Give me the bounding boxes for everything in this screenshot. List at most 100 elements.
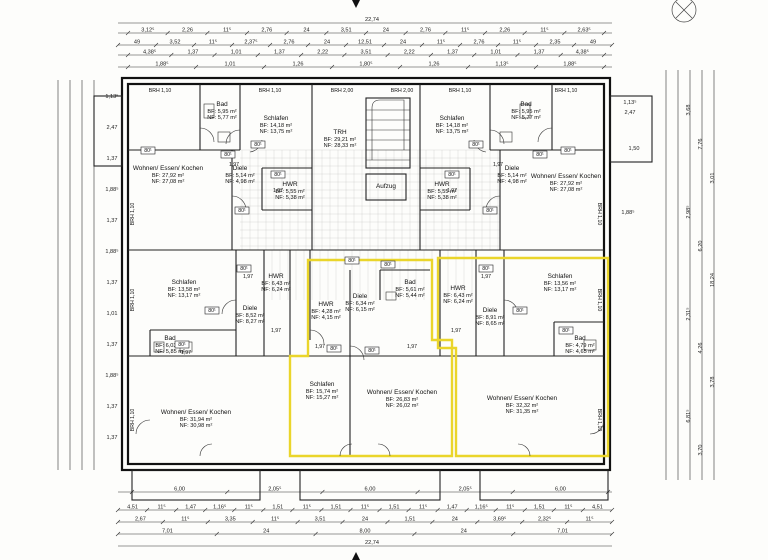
- door-tag-box: [204, 306, 220, 315]
- room-name-br_hwr: HWR: [450, 285, 466, 292]
- left-dimension-label: 1,37: [107, 280, 118, 286]
- right-dimension-label: 6,81⁵: [685, 409, 692, 422]
- dimension-label: 24: [383, 28, 389, 34]
- room-bf-bm_schlafen: BF: 15,74 m²: [306, 389, 338, 395]
- room-bf-tl_diele: BF: 5,14 m²: [225, 173, 254, 179]
- exterior-walls: [93, 76, 653, 501]
- window-tag-side: BRH 1,10: [130, 203, 136, 226]
- highlighted-units: [288, 256, 610, 458]
- room-name-tl_schlafen: Schlafen: [264, 115, 289, 122]
- dimension-label: 1,51: [389, 505, 400, 511]
- dimension-label: 2,05⁵: [459, 486, 472, 493]
- dimension-label: 1,01: [490, 50, 501, 56]
- room-name-tr_hwr: HWR: [434, 181, 450, 188]
- door-tag-box: [250, 140, 266, 149]
- dimension-label: 1,16⁵: [213, 504, 226, 511]
- elevator-shaft: [365, 173, 407, 201]
- room-name-tr_schlafen: Schlafen: [440, 115, 465, 122]
- dimension-label: 11⁵: [506, 504, 514, 511]
- left-dimension-label: 1,13⁵: [105, 93, 118, 100]
- door-tag-box: [270, 170, 286, 179]
- window-tag-top: BRH 1,10: [449, 88, 472, 94]
- room-nf-tr_bad: NF: 5,77 m²: [511, 115, 541, 121]
- room-nf-br_hwr: NF: 6,24 m²: [443, 299, 473, 305]
- room-nf-bm_wohnen: NF: 26,02 m²: [386, 403, 419, 409]
- dimension-label: 2,63⁵: [578, 27, 591, 34]
- room-name-bm_wohnen: Wohnen/ Essen/ Kochen: [367, 389, 438, 396]
- room-nf-tr_hwr: NF: 5,38 m²: [427, 195, 457, 201]
- room-name-tl_wohnen: Wohnen/ Essen/ Kochen: [133, 165, 204, 172]
- door-tag-box: [560, 146, 576, 155]
- door-tag: 80¹: [516, 308, 524, 314]
- left-dimension-lines: [57, 80, 95, 470]
- dimension-label: 4,38⁵: [143, 49, 156, 56]
- door-tag: 80¹: [564, 148, 572, 154]
- section-marker-bottom: [352, 552, 360, 560]
- room-bf-tl_schlafen: BF: 14,18 m²: [260, 123, 292, 129]
- dimension-label: 1,26: [429, 62, 440, 68]
- dimension-label: 2,37⁵: [244, 39, 257, 46]
- door-tag-box: [532, 150, 548, 159]
- room-name-br_bad: Bad: [574, 335, 586, 342]
- door-tag: 80¹: [240, 266, 248, 272]
- text-layer: 1,13⁵2,471,371,88⁵1,371,88⁵1,371,011,371…: [105, 88, 716, 455]
- dimension-label: 3,51: [361, 50, 372, 56]
- dimension-label: 4,51: [127, 505, 138, 511]
- dimension-label: 3,51: [315, 517, 326, 523]
- room-name-trh: TRH: [333, 129, 347, 136]
- room-nf-tr_wohnen: NF: 27,08 m²: [550, 187, 583, 193]
- door-height-label: 1,97: [273, 188, 283, 194]
- dimension-label: 1,37: [534, 50, 545, 56]
- dimension-label: 1,13⁵: [495, 61, 508, 68]
- dimension-label: 7,01: [162, 529, 173, 535]
- left-dimension-label: 1,01: [107, 311, 118, 317]
- dimension-label: 2,22: [404, 50, 415, 56]
- room-nf-tl_schlafen: NF: 13,75 m²: [260, 129, 293, 135]
- room-bf-tr_hwr: BF: 5,55 m²: [427, 189, 456, 195]
- right-dimension-label: 2,98⁵: [685, 205, 692, 218]
- balcony-dim-label: 1,13⁵: [623, 99, 636, 106]
- overall-width-label-bottom: 22,74: [365, 540, 379, 546]
- dimension-label: 2,26: [499, 28, 510, 34]
- door-tag: 80¹: [254, 142, 262, 148]
- room-name-tl_diele: Diele: [233, 165, 248, 172]
- room-bf-tr_diele: BF: 5,14 m²: [497, 173, 526, 179]
- dimension-label: 2,26: [182, 28, 193, 34]
- window-tag-top: BRH 2,00: [331, 88, 354, 94]
- room-nf-tl_bad: NF: 5,77 m²: [207, 115, 237, 121]
- room-bf-br_schlafen: BF: 13,56 m²: [544, 281, 576, 287]
- staircase: [365, 97, 411, 169]
- room-bf-br_bad: BF: 4,79 m²: [565, 343, 594, 349]
- dimension-label: 1,37: [274, 50, 285, 56]
- room-name-tr_wohnen: Wohnen/ Essen/ Kochen: [531, 173, 602, 180]
- room-bf-tr_schlafen: BF: 14,18 m²: [436, 123, 468, 129]
- room-nf-tr_schlafen: NF: 13,75 m²: [436, 129, 469, 135]
- room-name-bl_diele: Diele: [243, 305, 258, 312]
- door-tag: 80¹: [224, 152, 232, 158]
- window-tag-side: BRH 1,10: [596, 289, 602, 312]
- left-dimension-label: 1,37: [107, 342, 118, 348]
- interior-walls: [128, 84, 604, 456]
- dimension-label: 7,01: [557, 529, 568, 535]
- window-tag-side: BRH 1,10: [130, 409, 136, 432]
- room-nf-bm_bad: NF: 5,44 m²: [395, 293, 425, 299]
- door-tag: 80¹: [178, 342, 186, 348]
- dimension-label: 1,88⁵: [563, 61, 576, 68]
- room-bf-bl_hwr: BF: 6,43 m²: [261, 281, 290, 287]
- right-dimension-label: 3,78: [710, 377, 716, 388]
- room-nf-bl_hwr: NF: 6,24 m²: [261, 287, 291, 293]
- right-dimension-label: 6,20: [698, 241, 704, 252]
- door-tag-box: [174, 340, 190, 349]
- room-bf-tl_wohnen: BF: 27,92 m²: [152, 173, 184, 179]
- dimension-label: 8,00: [360, 529, 371, 535]
- dimension-label: 11⁵: [271, 516, 279, 523]
- room-nf-br_wohnen: NF: 31,35 m²: [506, 409, 539, 415]
- left-dimension-label: 1,37: [107, 435, 118, 441]
- room-name-bl_hwr: HWR: [268, 273, 284, 280]
- dimension-label: 11⁵: [419, 504, 427, 511]
- dimension-label: 1,51: [404, 517, 415, 523]
- room-nf-br_diele: NF: 8,65 m²: [475, 321, 505, 327]
- right-dimension-label: 2,31⁵: [685, 307, 692, 320]
- room-nf-trh: NF: 28,33 m²: [324, 143, 357, 149]
